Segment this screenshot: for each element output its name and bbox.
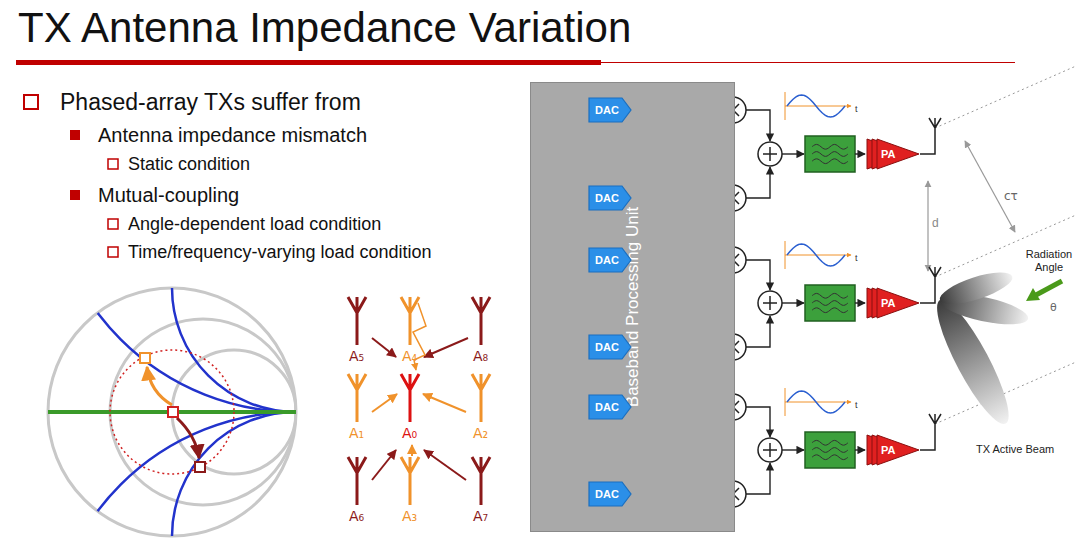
antenna-symbol <box>920 267 941 303</box>
antenna-symbol <box>401 297 419 345</box>
antenna-symbol <box>401 374 419 422</box>
antenna-label: A₅ <box>349 348 364 364</box>
dac-block: DAC <box>588 481 632 507</box>
pa-filter <box>805 285 855 321</box>
axis-label: t <box>855 104 858 114</box>
signal-wire <box>855 302 865 303</box>
power-amplifier: PA <box>866 287 920 319</box>
signal-wire <box>746 316 770 347</box>
bullet-text: Static condition <box>128 154 250 175</box>
dac-block: DAC <box>588 394 632 420</box>
antenna-symbol <box>472 457 490 505</box>
angle-label: θ <box>1050 302 1057 315</box>
block-label: PA <box>881 297 895 309</box>
antenna-label: A₇ <box>473 508 488 524</box>
signal-wire <box>855 449 865 450</box>
adder-symbol <box>758 291 782 315</box>
callout-text: Radiation Angle <box>1021 248 1077 273</box>
axis-label: t <box>855 253 858 263</box>
block-label: DAC <box>595 104 619 116</box>
waveform-plot <box>785 241 851 269</box>
block-label: DAC <box>595 401 619 413</box>
title-rule <box>16 60 1015 65</box>
antenna-label: A₄ <box>402 348 417 364</box>
unit-label: Baseband Processing Unit <box>623 207 642 407</box>
waveform-plot <box>785 92 851 120</box>
antenna-symbol <box>472 297 490 345</box>
callout-text: TX Active Beam <box>976 443 1054 456</box>
bullet-text: Mutual-coupling <box>98 184 239 207</box>
bullet-marks <box>24 95 118 257</box>
pa-filter <box>805 432 855 468</box>
antenna-label: A₆ <box>349 508 364 524</box>
antenna-label: A₂ <box>473 425 488 441</box>
antenna-label: A₈ <box>473 348 488 364</box>
waveform-plot <box>785 388 851 416</box>
antenna-symbol <box>920 118 941 154</box>
beam-pattern <box>926 66 1076 431</box>
axis-label: t <box>855 400 858 410</box>
block-label: DAC <box>595 488 619 500</box>
coupling-array <box>348 297 490 505</box>
bullet-text: Angle-dependent load condition <box>128 214 381 235</box>
dac-block: DAC <box>588 185 632 211</box>
power-amplifier: PA <box>866 434 920 466</box>
baseband-unit: Baseband Processing Unit <box>530 82 735 532</box>
antenna-label: A₁ <box>349 425 364 441</box>
antenna-symbol <box>348 457 366 505</box>
power-amplifier: PA <box>866 138 920 170</box>
block-label: DAC <box>595 192 619 204</box>
signal-wire <box>746 407 770 437</box>
signal-wire <box>746 110 770 141</box>
antenna-symbol <box>348 374 366 422</box>
block-label: PA <box>881 444 895 456</box>
antenna-symbol <box>401 457 419 505</box>
bullet-text: Antenna impedance mismatch <box>98 124 367 147</box>
signal-wire <box>782 153 804 154</box>
dac-block: DAC <box>588 247 632 273</box>
antenna-label: A₃ <box>402 508 417 524</box>
adder-symbol <box>758 438 782 462</box>
signal-wire <box>746 463 770 494</box>
block-label: DAC <box>595 341 619 353</box>
antenna-label: A₀ <box>402 425 417 441</box>
block-label: DAC <box>595 254 619 266</box>
signal-wire <box>746 167 770 198</box>
adder-symbol <box>758 142 782 166</box>
signal-wire <box>782 302 804 303</box>
bullet-text: Phased-array TXs suffer from <box>60 89 361 115</box>
smith-chart <box>48 0 544 545</box>
signal-wire <box>746 260 770 290</box>
dac-block: DAC <box>588 334 632 360</box>
block-label: PA <box>881 148 895 160</box>
signal-wire <box>855 153 865 154</box>
signal-wire <box>782 449 804 450</box>
dac-block: DAC <box>588 97 632 123</box>
antenna-symbol <box>920 414 941 450</box>
dimension-label: d <box>932 217 939 231</box>
slide-title: TX Antenna Impedance Variation <box>18 4 631 52</box>
pa-filter <box>805 136 855 172</box>
antenna-symbol <box>472 374 490 422</box>
antenna-symbol <box>348 297 366 345</box>
bullet-text: Time/frequency-varying load condition <box>128 242 432 263</box>
dimension-label: cτ <box>1004 190 1018 204</box>
